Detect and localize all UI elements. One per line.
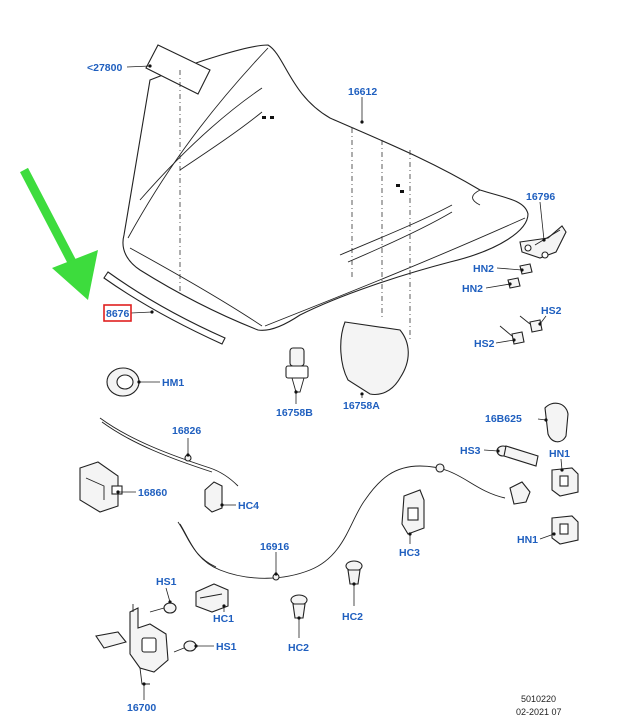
callout-16916[interactable]: 16916 [260,541,289,553]
drawing-number: 5010220 [521,694,556,704]
callout-hs2-right[interactable]: HS2 [541,305,562,317]
callout-hs1-upper[interactable]: HS1 [156,576,177,588]
hinge-screw-left [499,325,525,345]
callout-hc4[interactable]: HC4 [238,500,259,512]
clip-hc1 [195,583,229,613]
hood-panel [122,44,529,331]
callout-hc2-left[interactable]: HC2 [288,642,309,654]
release-cable-16916 [177,463,506,581]
hinge-screw-right [519,315,543,333]
callout-hm1[interactable]: HM1 [162,377,184,389]
drawing-date: 02-2021 07 [516,707,562,717]
callout-hs1-lower[interactable]: HS1 [216,641,237,653]
callout-16612[interactable]: 16612 [348,86,377,98]
hood-seal-strip [103,271,226,345]
callout-16860[interactable]: 16860 [138,487,167,499]
release-bracket-16860 [79,461,123,513]
callout-hn1-upper[interactable]: HN1 [549,448,570,460]
callout-27800[interactable]: <27800 [87,62,122,74]
clip-nut-hn1-lower [551,515,579,545]
hood-latch-16700 [95,604,169,685]
callout-hc2-right[interactable]: HC2 [342,611,363,623]
clip-nut-hn1-upper [551,467,579,497]
leader-lines [116,64,564,700]
callout-hn2-upper[interactable]: HN2 [473,263,494,275]
release-cable-16826 [99,417,239,487]
clip-hc4 [204,481,223,513]
assembly-centerlines [179,70,411,340]
callout-hn1-lower[interactable]: HN1 [517,534,538,546]
callout-8676[interactable]: 8676 [106,308,130,320]
callout-hs2-left[interactable]: HS2 [474,338,495,350]
highlight-box-8676 [103,304,132,322]
clip-hc3 [401,489,425,535]
latch-screw-lower [173,640,197,653]
release-handle-16b625 [544,402,569,443]
callout-16796[interactable]: 16796 [526,191,555,203]
clip-hc2-right [345,560,363,585]
green-pointer-arrow [20,167,98,300]
hood-bumper-hm1 [106,367,140,397]
clip-hc2-left [290,594,308,619]
callout-16826[interactable]: 16826 [172,425,201,437]
callout-hs3[interactable]: HS3 [460,445,481,457]
callout-hc3[interactable]: HC3 [399,547,420,559]
callout-16758a[interactable]: 16758A [343,400,380,412]
callout-16700[interactable]: 16700 [127,702,156,714]
stud-bolt-hs3 [496,445,539,467]
cable-end-bracket [509,481,531,505]
latch-screw-upper [149,602,177,614]
hood-hinge [519,225,567,259]
hood-bumper-16758b [285,347,309,393]
hood-insulator-16758a [340,321,409,396]
callout-hc1[interactable]: HC1 [213,613,234,625]
cowl-panel [145,44,211,95]
callout-16b625[interactable]: 16B625 [485,413,522,425]
callout-16758b[interactable]: 16758B [276,407,313,419]
callout-hn2-lower[interactable]: HN2 [462,283,483,295]
